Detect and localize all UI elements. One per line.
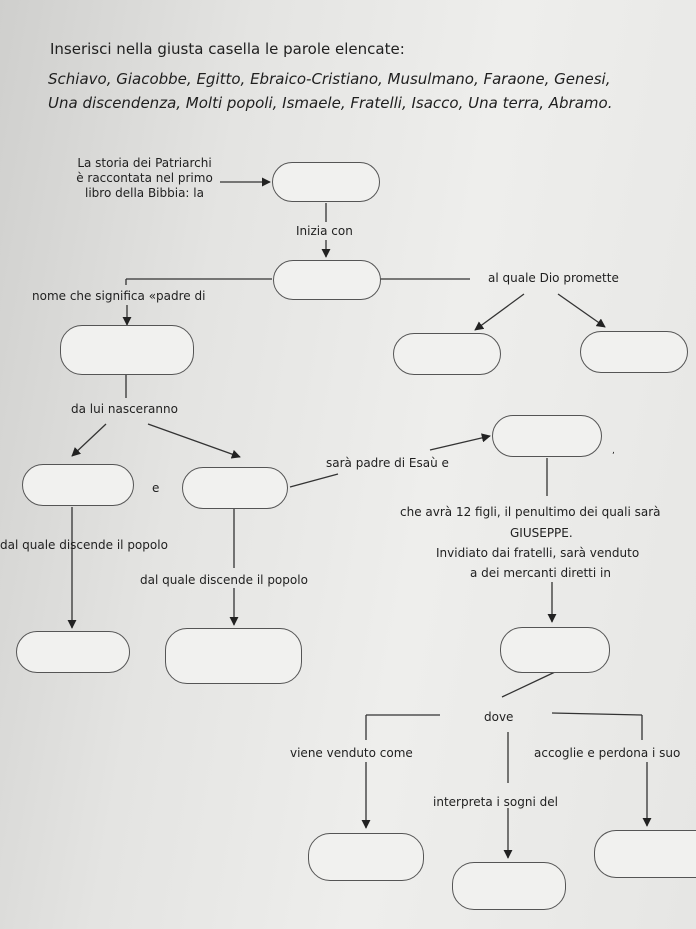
label-venduto-come: viene venduto come (290, 746, 413, 760)
arrow-promise-left (474, 293, 525, 331)
answer-box-popolo-1[interactable] (16, 631, 130, 673)
answer-box-egitto[interactable] (500, 627, 610, 673)
label-mercanti: a dei mercanti diretti in (470, 566, 611, 580)
answer-box-fratelli[interactable] (594, 830, 696, 878)
word-list-line-1: Schiavo, Giacobbe, Egitto, Ebraico-Crist… (48, 70, 611, 88)
answer-box-genesi[interactable] (272, 162, 380, 202)
arrow-to-giacobbe (429, 433, 491, 451)
label-al-quale: al quale Dio promette (488, 271, 619, 285)
label-nome-padre: nome che significa «padre di (32, 289, 206, 303)
answer-box-abramo[interactable] (273, 260, 381, 300)
answer-box-molti-popoli[interactable] (60, 325, 194, 375)
arrow-descendant-right (147, 423, 241, 459)
label-padre-esau: sarà padre di Esaù e (326, 456, 449, 470)
line-isacco-to-esau (289, 473, 339, 488)
label-accoglie: accoglie e perdona i suo (534, 746, 681, 760)
answer-box-schiavo[interactable] (308, 833, 424, 881)
answer-box-isacco[interactable] (182, 467, 288, 509)
answer-box-ismaele[interactable] (22, 464, 134, 506)
arrow-promise-right (557, 293, 606, 328)
answer-box-promise-2[interactable] (580, 331, 688, 373)
label-dal-quale-2: dal quale discende il popolo (140, 573, 308, 587)
word-list-line-2: Una discendenza, Molti popoli, Ismaele, … (48, 94, 613, 112)
answer-box-faraone[interactable] (452, 862, 566, 910)
answer-box-promise-1[interactable] (393, 333, 501, 375)
label-giuseppe: GIUSEPPE. (510, 526, 573, 540)
arrow-descendant-left (71, 423, 107, 457)
label-inizia-con: Inizia con (296, 224, 353, 238)
label-dove: dove (484, 710, 514, 724)
label-dodici-figli: che avrà 12 figli, il penultimo dei qual… (400, 505, 661, 519)
answer-box-popolo-2[interactable] (165, 628, 302, 684)
answer-box-giacobbe[interactable] (492, 415, 602, 457)
comma-mark: , (612, 446, 615, 456)
story-label: La storia dei Patriarchi è raccontata ne… (76, 156, 213, 200)
line-dove-right (551, 712, 643, 716)
label-invidiato: Invidiato dai fratelli, sarà venduto (436, 546, 640, 560)
label-da-lui: da lui nasceranno (71, 402, 178, 416)
instruction-text: Inserisci nella giusta casella le parole… (50, 40, 405, 58)
label-dal-quale-1: dal quale discende il popolo (0, 538, 168, 552)
label-interpreta: interpreta i sogni del (433, 795, 558, 809)
line-egitto-to-dove (501, 671, 556, 698)
label-e: e (152, 481, 160, 495)
